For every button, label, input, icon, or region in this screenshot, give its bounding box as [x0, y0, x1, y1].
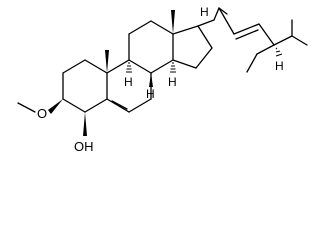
- hydroxyl-group: OH: [74, 112, 94, 154]
- svg-text:H: H: [146, 87, 155, 101]
- svg-text:O: O: [37, 106, 47, 121]
- svg-text:H: H: [275, 59, 284, 73]
- methoxy-group: O: [17, 99, 63, 121]
- svg-text:H: H: [200, 5, 209, 19]
- svg-text:OH: OH: [74, 139, 94, 154]
- svg-text:H: H: [168, 75, 177, 89]
- stereo-h-c8: H: [146, 73, 155, 101]
- ring-c: [128, 20, 174, 74]
- c19-methyl-wedge: [105, 50, 109, 73]
- ring-a: [62, 59, 108, 113]
- side-chain: H H: [197, 5, 308, 73]
- c18-methyl-wedge: [171, 10, 175, 34]
- steroid-structure-diagram: H H H H H: [17, 5, 308, 154]
- stereo-h-c14: H: [168, 62, 177, 89]
- stereo-h-c9: H: [124, 62, 133, 89]
- svg-text:H: H: [124, 75, 133, 89]
- ring-d: [172, 25, 213, 69]
